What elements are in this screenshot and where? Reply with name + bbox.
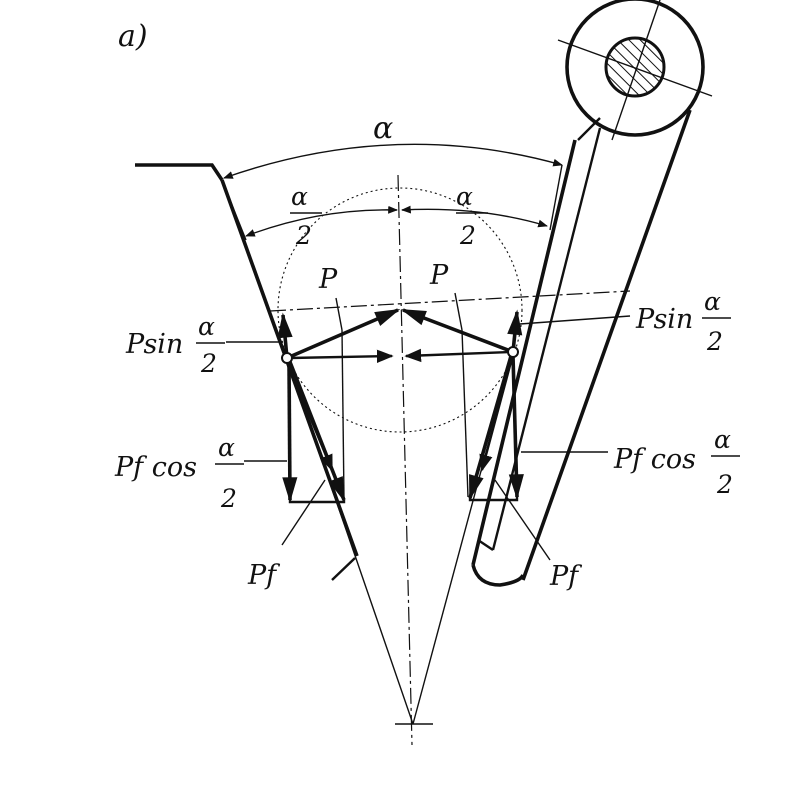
- construction-circle: [277, 187, 523, 433]
- label-psin-left: Psin α 2: [125, 312, 225, 378]
- label-pf-left: Pf: [247, 560, 280, 591]
- svg-text:2: 2: [295, 221, 312, 250]
- svg-text:α: α: [198, 312, 215, 341]
- lever-arm: [471, 0, 713, 587]
- label-pfcos-left: Pf cos α 2: [114, 433, 244, 513]
- svg-text:α: α: [456, 182, 473, 211]
- label-pf-right: Pf: [549, 561, 582, 592]
- svg-text:α: α: [704, 287, 721, 316]
- label-p-left: P: [318, 264, 338, 295]
- label-alpha: α: [373, 111, 393, 146]
- apex-line-left: [286, 357, 414, 725]
- svg-text:Pf cos: Pf cos: [114, 452, 197, 483]
- label-alpha-half-left: α 2: [290, 182, 322, 250]
- wedge-left-wall: [135, 163, 359, 581]
- svg-text:Psin: Psin: [125, 329, 183, 360]
- svg-text:α: α: [714, 425, 731, 454]
- svg-text:α: α: [291, 182, 308, 211]
- label-p-right: P: [429, 260, 449, 291]
- alpha-arc: [223, 143, 563, 179]
- svg-text:Psin: Psin: [635, 304, 693, 335]
- leader-lines: [226, 292, 631, 561]
- half-alpha-arc-left: [245, 205, 398, 237]
- svg-text:2: 2: [200, 349, 217, 378]
- horizontal-centerline: [269, 290, 631, 312]
- half-alpha-arc-right: [401, 205, 548, 228]
- ext-left: [221, 179, 247, 241]
- force-vectors: [277, 308, 524, 504]
- svg-text:α: α: [218, 433, 235, 462]
- svg-text:Pf cos: Pf cos: [613, 444, 696, 475]
- svg-text:2: 2: [459, 221, 476, 250]
- axis-line: [397, 174, 413, 746]
- label-psin-right: Psin α 2: [635, 287, 731, 356]
- svg-text:2: 2: [220, 484, 237, 513]
- figure-label: a): [118, 19, 148, 54]
- svg-text:2: 2: [716, 470, 733, 499]
- label-alpha-half-right: α 2: [456, 182, 488, 250]
- svg-text:2: 2: [706, 327, 723, 356]
- label-pfcos-right: Pf cos α 2: [613, 425, 740, 499]
